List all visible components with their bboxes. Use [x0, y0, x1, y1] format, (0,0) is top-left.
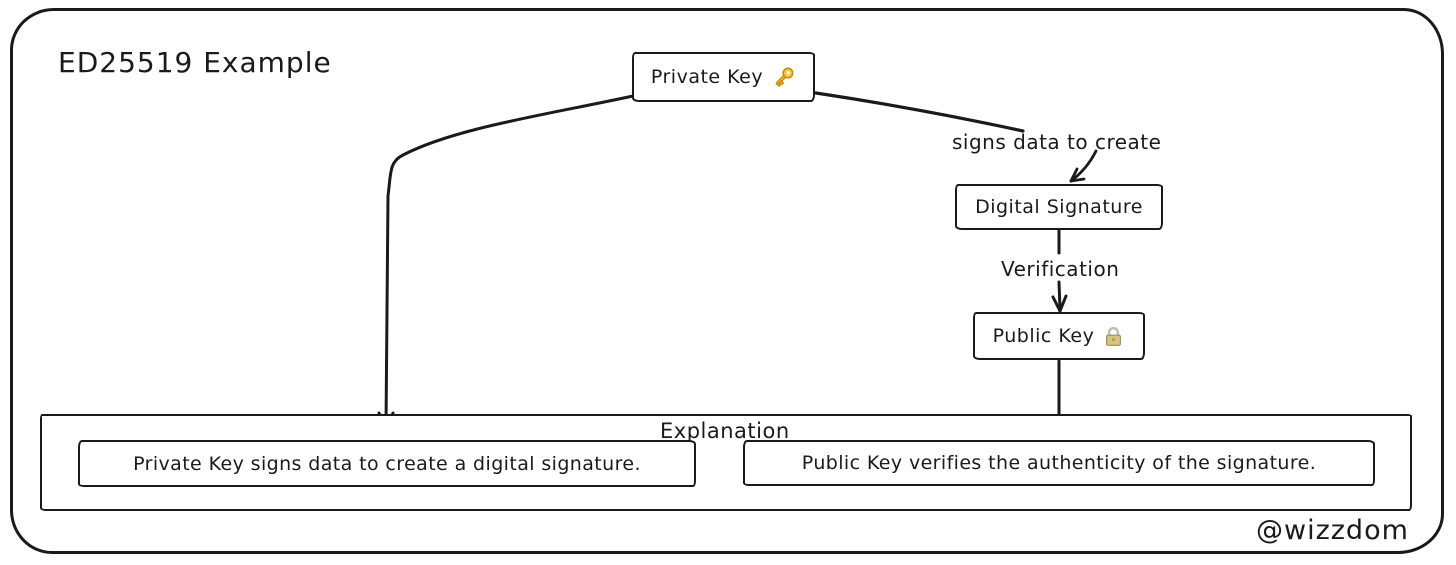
diagram-title: ED25519 Example — [58, 46, 332, 79]
key-icon — [775, 67, 794, 87]
private-key-label: Private Key — [650, 66, 764, 88]
public-key-label: Public Key — [992, 325, 1095, 347]
explanation-item-public-key: Public Key verifies the authenticity of … — [743, 440, 1375, 486]
node-digital-signature: Digital Signature — [955, 184, 1163, 230]
explanation-item-public-key-text: Public Key verifies the authenticity of … — [801, 452, 1317, 474]
explanation-item-private-key: Private Key signs data to create a digit… — [78, 440, 696, 487]
edge-label-signs-data: signs data to create — [952, 130, 1162, 154]
outer-frame — [10, 8, 1444, 554]
edge-label-verification: Verification — [1001, 257, 1120, 281]
explanation-label: Explanation — [660, 419, 790, 443]
explanation-item-private-key-text: Private Key signs data to create a digit… — [133, 452, 641, 475]
node-private-key: Private Key — [632, 52, 815, 102]
watermark-handle: @wizzdom — [1256, 515, 1409, 546]
digital-signature-label: Digital Signature — [975, 196, 1143, 218]
lock-icon — [1106, 326, 1122, 346]
node-public-key: Public Key — [973, 312, 1145, 360]
